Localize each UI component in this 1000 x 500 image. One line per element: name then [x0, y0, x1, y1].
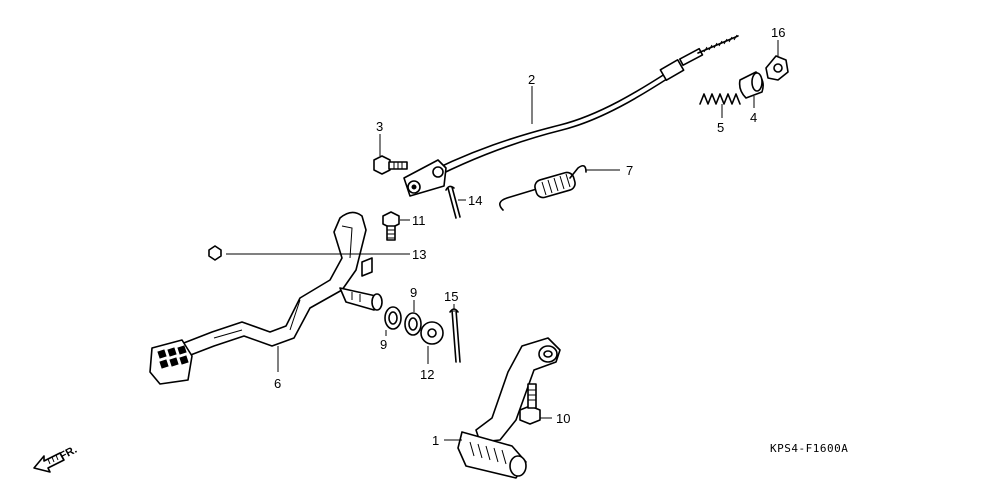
dust-seal-part-9a: [384, 306, 402, 330]
callout-1: 1: [432, 433, 439, 448]
callout-3: 3: [376, 119, 383, 134]
callout-4: 4: [750, 110, 757, 125]
leader-lines: [226, 40, 779, 441]
callout-7: 7: [626, 163, 633, 178]
callout-13: 13: [412, 247, 426, 262]
callout-2: 2: [528, 72, 535, 87]
callout-11: 11: [412, 213, 426, 228]
bolt-part-10: [519, 383, 541, 425]
adjuster-nut-part-4: [738, 71, 764, 99]
front-label: FR.: [58, 444, 79, 463]
cotter-pin-part-15: [449, 308, 461, 363]
cotter-pin-part-14: [445, 185, 461, 219]
spring-part-5: [699, 93, 741, 105]
brake-cable-part: [403, 34, 739, 197]
gearshift-pedal-part-1: [457, 337, 561, 479]
dust-seal-part-9b: [404, 312, 422, 336]
joint-part-16: [765, 55, 789, 81]
front-direction-indicator: FR.: [33, 444, 79, 473]
nut-part-13: [208, 245, 222, 261]
return-spring-part-7: [499, 164, 587, 211]
callout-15: 15: [444, 289, 458, 304]
bolt-part-11: [382, 211, 400, 241]
callout-12: 12: [420, 367, 434, 382]
callout-16: 16: [771, 25, 785, 40]
callout-14: 14: [468, 193, 482, 208]
callout-9-lower: 9: [380, 337, 387, 352]
callouts: 2 3 5 4 16 7 14 11 13 9 15 9 12 6 10 1: [274, 25, 785, 448]
callout-5: 5: [717, 120, 724, 135]
washer-part-12: [420, 321, 444, 345]
brake-pedal-part-6: [149, 211, 383, 385]
callout-10: 10: [556, 411, 570, 426]
bolt-part-3: [373, 155, 408, 175]
figure-code: KPS4-F1600A: [770, 442, 848, 455]
callout-6: 6: [274, 376, 281, 391]
callout-9-upper: 9: [410, 285, 417, 300]
